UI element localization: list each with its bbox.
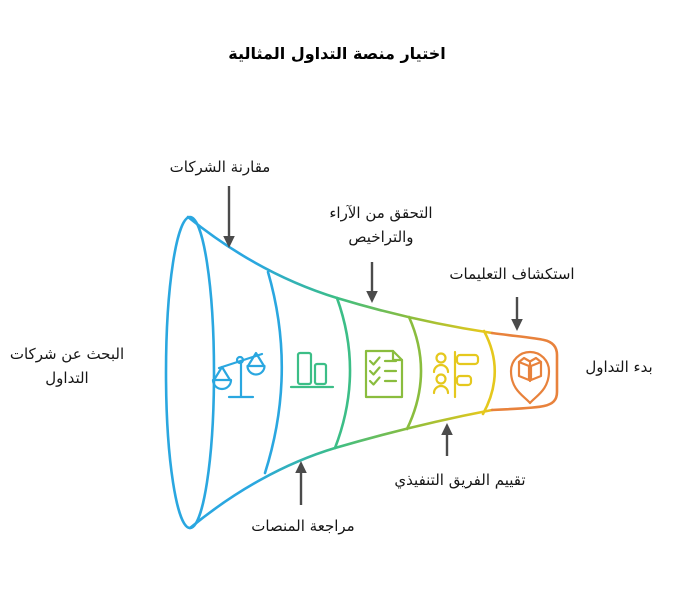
arrow-up-stage-2 — [295, 461, 307, 505]
stage-label-check-reviews-licenses: التحقق من الآراء والتراخيص — [329, 204, 433, 246]
funnel-exit-label: بدء التداول — [585, 358, 653, 376]
learning-pin-icon — [509, 350, 551, 405]
stage-label-evaluate-team: تقييم الفريق التنفيذي — [394, 471, 526, 489]
stage-divider-2 — [333, 296, 352, 450]
checklist-document-icon — [364, 349, 404, 399]
stage-divider-4 — [481, 329, 497, 416]
funnel-mouth-ellipse — [164, 215, 216, 530]
stage-label-review-platforms: مراجعة المنصات — [251, 517, 355, 535]
team-evaluation-icon — [432, 350, 480, 399]
stage-label-compare-companies: مقارنة الشركات — [169, 158, 271, 176]
stage-divider-3 — [405, 315, 423, 431]
arrow-down-stage-1 — [223, 186, 235, 248]
arrow-down-stage-3 — [366, 262, 378, 303]
stage-divider-1 — [263, 270, 284, 475]
stage-label-explore-tutorials: استكشاف التعليمات — [449, 265, 575, 283]
funnel-entry-label: البحث عن شركات التداول — [9, 345, 125, 387]
arrow-down-stage-5 — [511, 297, 523, 331]
page-title: اختيار منصة التداول المثالية — [228, 44, 446, 63]
balance-scale-icon — [211, 351, 266, 399]
arrow-up-stage-4 — [441, 423, 453, 456]
funnel-exit-cap — [490, 331, 559, 412]
bar-chart-icon — [289, 351, 335, 389]
